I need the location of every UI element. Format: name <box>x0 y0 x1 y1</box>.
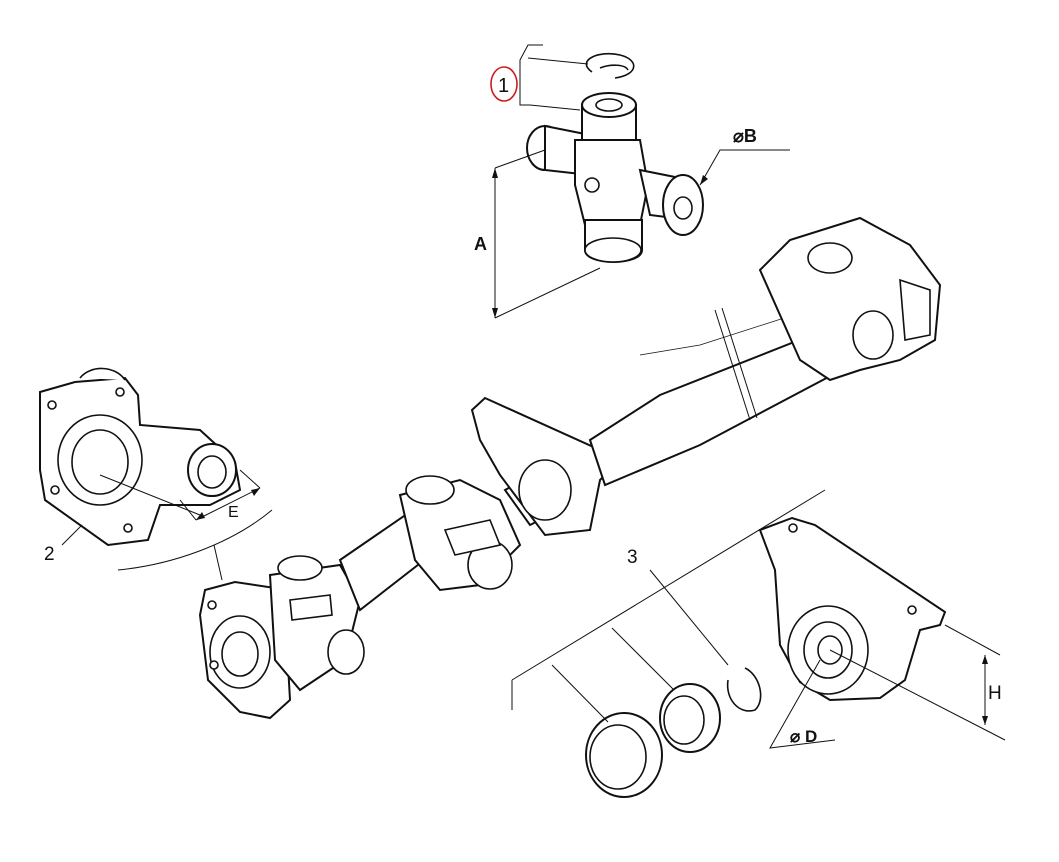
dimension-b <box>699 149 790 186</box>
dimension-d <box>769 659 836 749</box>
center-bearing-parts <box>585 667 762 798</box>
callout-1-leader <box>519 44 589 111</box>
callout-2-label: 2 <box>44 544 55 565</box>
dimension-h-label: H <box>988 683 1002 704</box>
driveshaft-assembly <box>198 216 942 720</box>
flange-yoke <box>39 367 242 547</box>
dimension-e <box>179 469 261 521</box>
dimension-a-label: A <box>474 234 487 254</box>
dimension-d-label: ⌀ D <box>790 727 817 746</box>
dimension-a <box>492 149 601 319</box>
dimension-h <box>982 655 988 725</box>
universal-joint-cross <box>526 52 704 263</box>
snap-ring-top <box>585 52 635 79</box>
callout-3-label: 3 <box>627 547 638 568</box>
center-bearing-bracket <box>758 516 947 702</box>
callout-1-label: 1 <box>498 75 509 97</box>
dimension-b-label: ⌀B <box>733 126 757 146</box>
callout-3-leaders <box>511 489 826 723</box>
callout-1-circle <box>490 66 518 102</box>
dimension-e-label: E <box>228 504 239 521</box>
